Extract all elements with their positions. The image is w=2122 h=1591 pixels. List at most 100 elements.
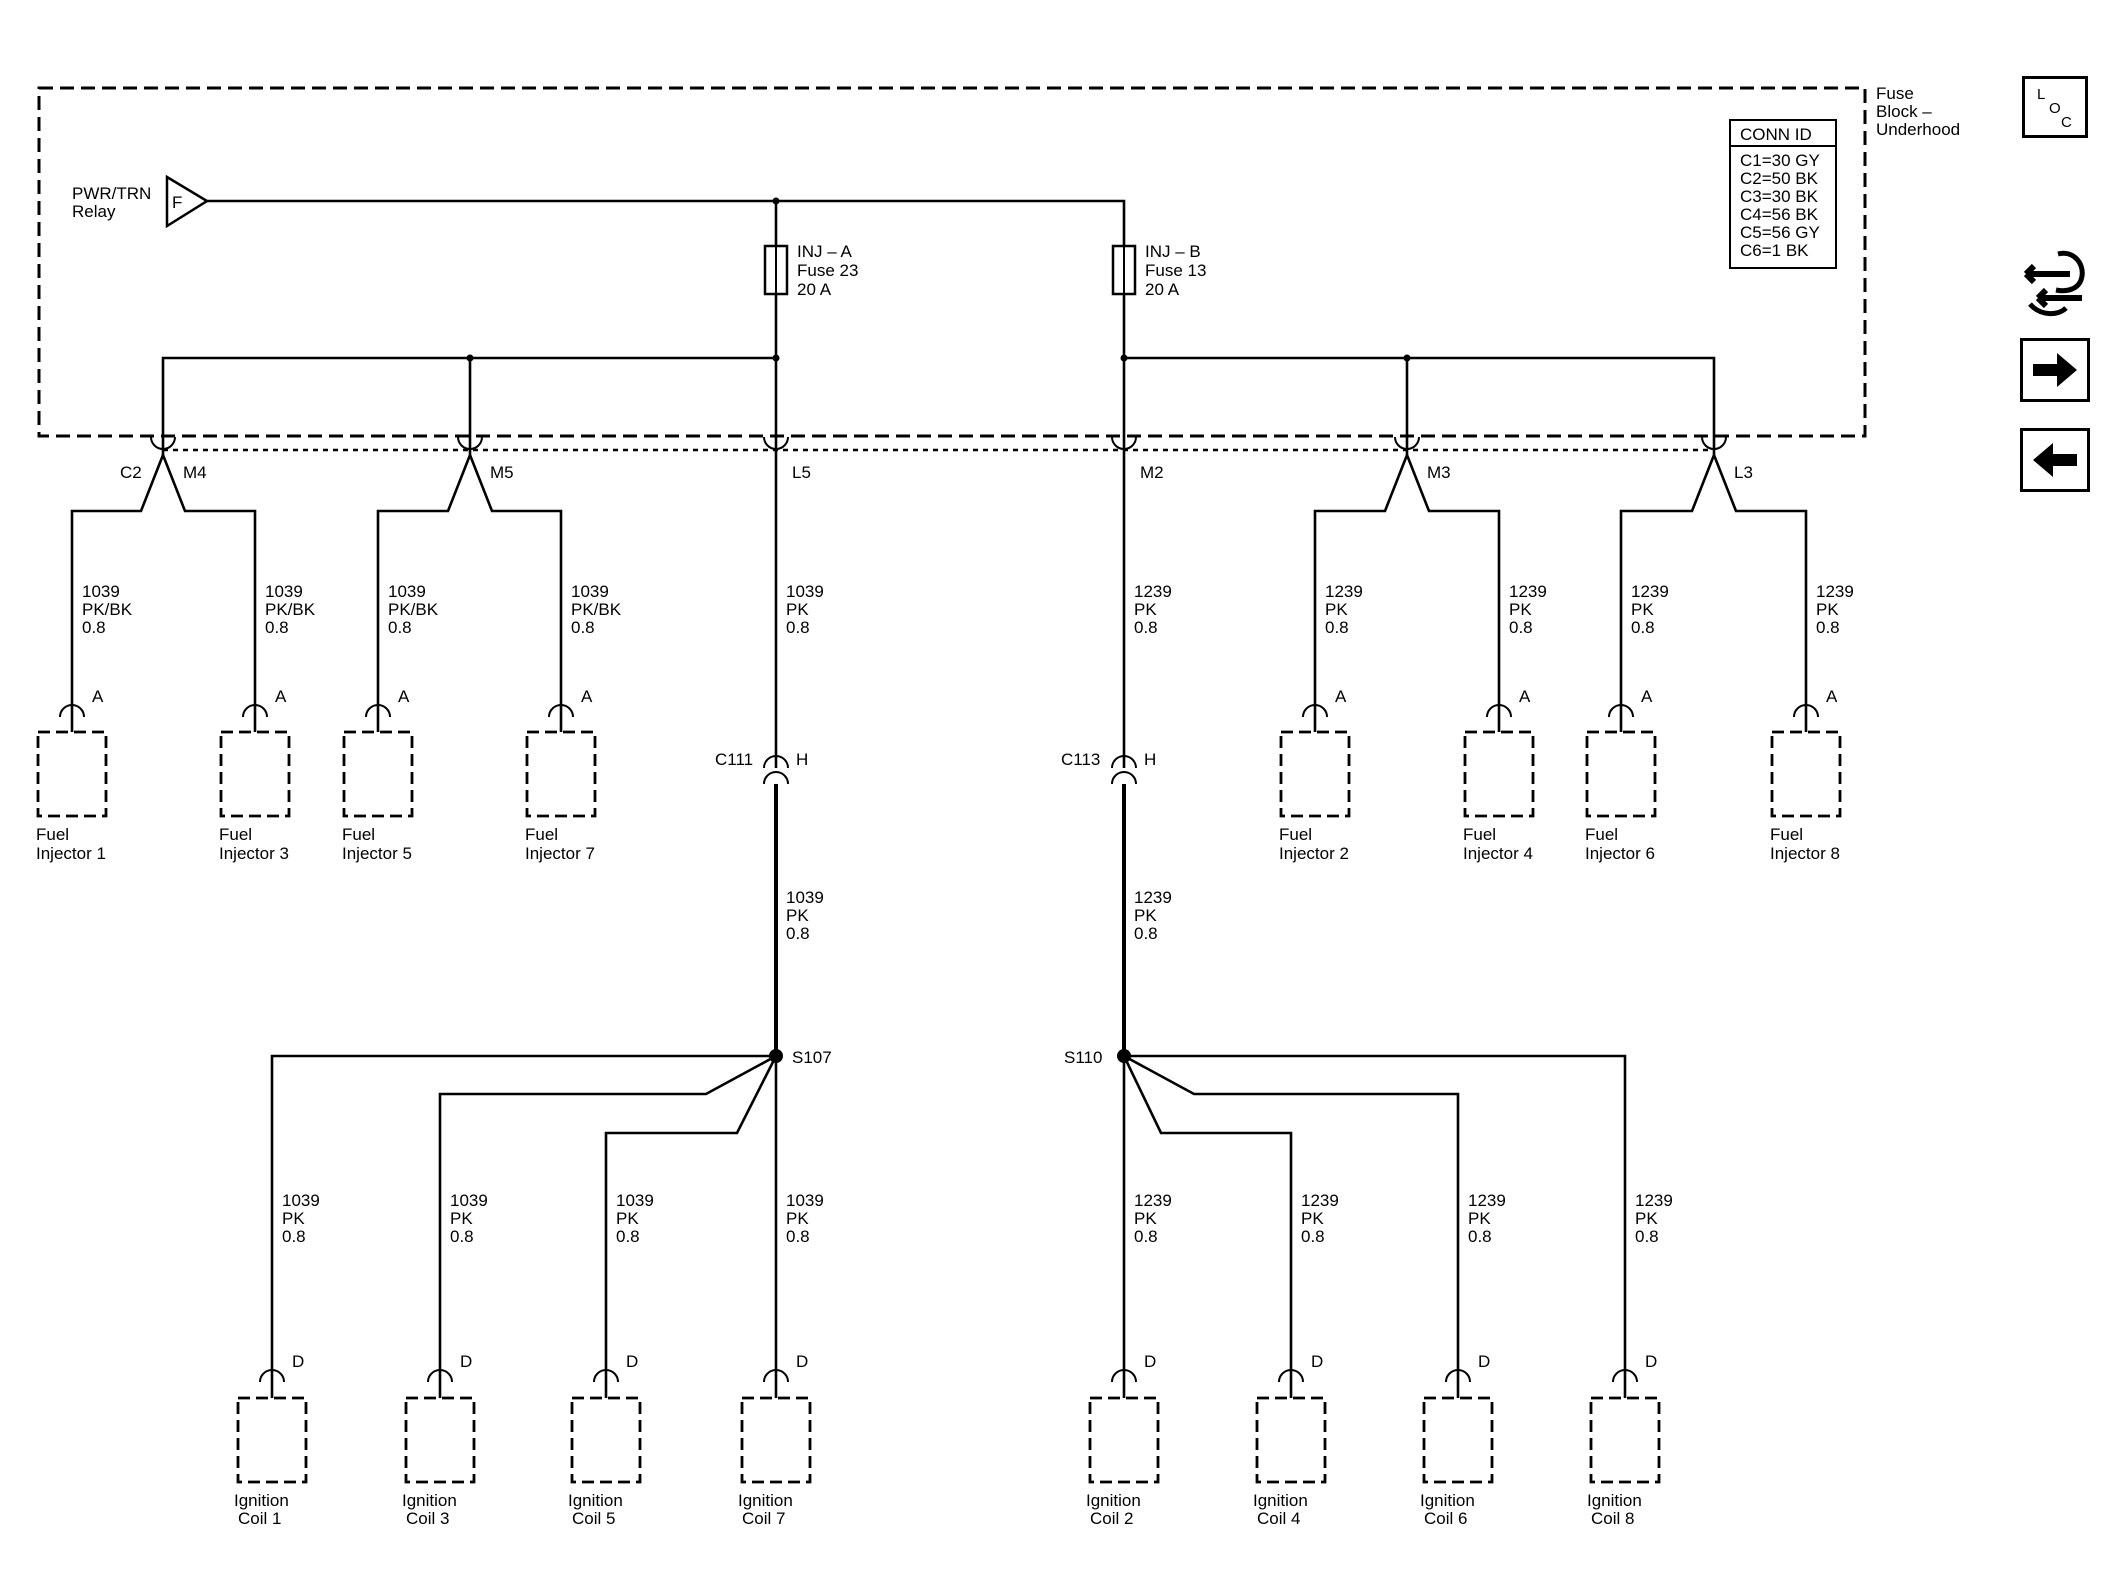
- relay-connector-icon: [165, 174, 210, 229]
- loc-button[interactable]: L O C: [2022, 76, 2088, 138]
- svg-text:Fuel: Fuel: [1279, 825, 1312, 844]
- svg-text:1039: 1039: [616, 1191, 654, 1210]
- fuse-a-label-1: INJ – A: [797, 242, 852, 261]
- svg-text:PK: PK: [786, 906, 809, 925]
- svg-text:1039: 1039: [786, 1191, 824, 1210]
- svg-text:1039: 1039: [450, 1191, 488, 1210]
- svg-text:D: D: [1645, 1352, 1657, 1371]
- schematic-link-icon: [2023, 250, 2085, 316]
- svg-text:Coil 3: Coil 3: [406, 1509, 449, 1528]
- svg-text:PK: PK: [450, 1209, 473, 1228]
- svg-text:Ignition: Ignition: [1086, 1491, 1141, 1510]
- svg-text:0.8: 0.8: [1468, 1227, 1492, 1246]
- svg-text:Coil 7: Coil 7: [742, 1509, 785, 1528]
- svg-text:A: A: [1826, 687, 1838, 706]
- svg-text:Injector 8: Injector 8: [1770, 844, 1840, 863]
- fuse-b-label-1: INJ – B: [1145, 242, 1201, 261]
- svg-text:1239: 1239: [1816, 582, 1854, 601]
- relay-label-2: Relay: [72, 202, 116, 221]
- svg-text:C: C: [2061, 114, 2072, 131]
- svg-text:PK/BK: PK/BK: [82, 600, 133, 619]
- connector-c111: C111 H: [715, 750, 808, 1052]
- svg-text:0.8: 0.8: [265, 618, 289, 637]
- svg-text:0.8: 0.8: [1134, 618, 1158, 637]
- svg-text:C111: C111: [715, 750, 753, 769]
- svg-text:D: D: [460, 1352, 472, 1371]
- schematic-link-button[interactable]: [2018, 246, 2090, 322]
- conn-id-row: C1=30 GY: [1740, 151, 1820, 170]
- svg-text:PK/BK: PK/BK: [388, 600, 439, 619]
- svg-text:Fuel: Fuel: [36, 825, 69, 844]
- conn-id-row: C5=56 GY: [1740, 223, 1820, 242]
- svg-text:Fuel: Fuel: [525, 825, 558, 844]
- svg-text:Ignition: Ignition: [568, 1491, 623, 1510]
- conn-id-row: C4=56 BK: [1740, 205, 1819, 224]
- svg-text:0.8: 0.8: [616, 1227, 640, 1246]
- svg-text:PK: PK: [1509, 600, 1532, 619]
- svg-text:1039: 1039: [82, 582, 120, 601]
- splice-s110-label: S110: [1064, 1048, 1102, 1067]
- svg-text:A: A: [1335, 687, 1347, 706]
- svg-text:L: L: [2037, 86, 2045, 103]
- svg-text:1239: 1239: [1325, 582, 1363, 601]
- conn-id-row: C3=30 BK: [1740, 187, 1819, 206]
- svg-text:Fuel: Fuel: [1770, 825, 1803, 844]
- svg-text:Coil 5: Coil 5: [572, 1509, 615, 1528]
- svg-text:1239: 1239: [1468, 1191, 1506, 1210]
- svg-text:0.8: 0.8: [388, 618, 412, 637]
- fuse-b-label-3: 20 A: [1145, 280, 1180, 299]
- svg-text:Injector 1: Injector 1: [36, 844, 106, 863]
- loc-icon: L O C: [2037, 86, 2072, 131]
- svg-text:0.8: 0.8: [1325, 618, 1349, 637]
- svg-text:1239: 1239: [1509, 582, 1547, 601]
- svg-text:Coil 1: Coil 1: [238, 1509, 281, 1528]
- svg-text:0.8: 0.8: [450, 1227, 474, 1246]
- svg-text:H: H: [1144, 750, 1156, 769]
- svg-text:Fuel: Fuel: [342, 825, 375, 844]
- svg-text:0.8: 0.8: [1631, 618, 1655, 637]
- svg-text:PK: PK: [1134, 1209, 1157, 1228]
- svg-text:1039: 1039: [786, 888, 824, 907]
- svg-text:D: D: [292, 1352, 304, 1371]
- svg-text:1239: 1239: [1301, 1191, 1339, 1210]
- svg-text:D: D: [1478, 1352, 1490, 1371]
- svg-text:D: D: [626, 1352, 638, 1371]
- fuse-block-title-1: Fuse: [1876, 84, 1914, 103]
- back-button[interactable]: [2020, 428, 2090, 492]
- svg-text:C113: C113: [1061, 750, 1100, 769]
- pin-label: M3: [1427, 463, 1451, 482]
- svg-text:A: A: [92, 687, 104, 706]
- svg-text:O: O: [2049, 100, 2061, 117]
- svg-text:PK: PK: [282, 1209, 305, 1228]
- svg-text:Ignition: Ignition: [234, 1491, 289, 1510]
- svg-text:Ignition: Ignition: [738, 1491, 793, 1510]
- svg-text:0.8: 0.8: [1509, 618, 1533, 637]
- connector-c2-label: C2: [120, 463, 142, 482]
- svg-text:PK: PK: [1631, 600, 1654, 619]
- svg-text:Ignition: Ignition: [402, 1491, 457, 1510]
- svg-text:Injector 4: Injector 4: [1463, 844, 1533, 863]
- svg-text:0.8: 0.8: [1816, 618, 1840, 637]
- svg-text:Injector 6: Injector 6: [1585, 844, 1655, 863]
- pin-terminal-icon: [763, 436, 789, 455]
- svg-text:D: D: [796, 1352, 808, 1371]
- pin-terminal-icon: [150, 436, 176, 455]
- svg-text:0.8: 0.8: [786, 924, 810, 943]
- svg-text:A: A: [1519, 687, 1531, 706]
- forward-button[interactable]: [2020, 338, 2090, 402]
- svg-text:Coil 2: Coil 2: [1090, 1509, 1133, 1528]
